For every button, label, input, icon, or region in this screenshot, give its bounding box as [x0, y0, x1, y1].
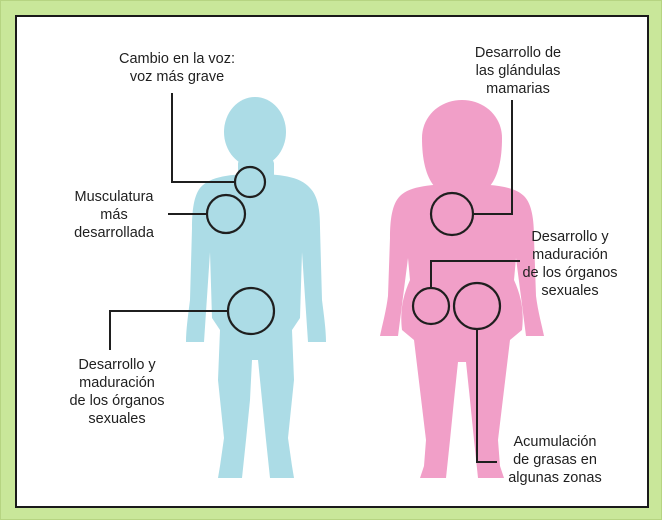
label-fat: Acumulación de grasas en algunas zonas [496, 433, 614, 487]
label-male-organs: Desarrollo y maduración de los órganos s… [56, 356, 178, 428]
label-female-organs: Desarrollo y maduración de los órganos s… [508, 228, 632, 300]
leader-line-male-organs [110, 311, 228, 350]
label-breasts: Desarrollo de las glándulas mamarias [456, 44, 580, 98]
label-voice-change: Cambio en la voz: voz más grave [86, 50, 268, 86]
label-muscle: Musculatura más desarrollada [60, 188, 168, 242]
